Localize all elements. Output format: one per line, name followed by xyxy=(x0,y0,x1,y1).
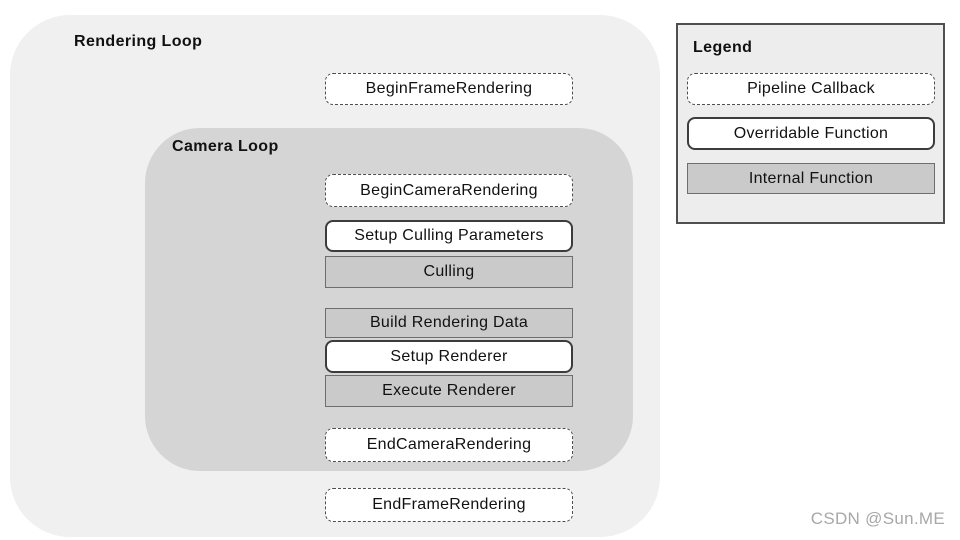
setup-culling-parameters-box: Setup Culling Parameters xyxy=(325,220,573,252)
end-camera-rendering-box: EndCameraRendering xyxy=(325,428,573,462)
begin-camera-rendering-box: BeginCameraRendering xyxy=(325,174,573,207)
execute-renderer-box: Execute Renderer xyxy=(325,375,573,407)
legend-title: Legend xyxy=(693,39,753,56)
culling-box: Culling xyxy=(325,256,573,288)
build-rendering-data-box: Build Rendering Data xyxy=(325,308,573,338)
rendering-loop-title: Rendering Loop xyxy=(74,33,203,50)
legend-panel: Legend Pipeline Callback Overridable Fun… xyxy=(676,23,945,224)
setup-renderer-box: Setup Renderer xyxy=(325,340,573,373)
camera-loop-title: Camera Loop xyxy=(172,138,279,155)
legend-item-internal-function: Internal Function xyxy=(687,163,935,194)
legend-item-pipeline-callback: Pipeline Callback xyxy=(687,73,935,105)
end-frame-rendering-box: EndFrameRendering xyxy=(325,488,573,522)
legend-item-overridable-function: Overridable Function xyxy=(687,117,935,150)
csdn-watermark: CSDN @Sun.ME xyxy=(810,509,945,528)
begin-frame-rendering-box: BeginFrameRendering xyxy=(325,73,573,105)
